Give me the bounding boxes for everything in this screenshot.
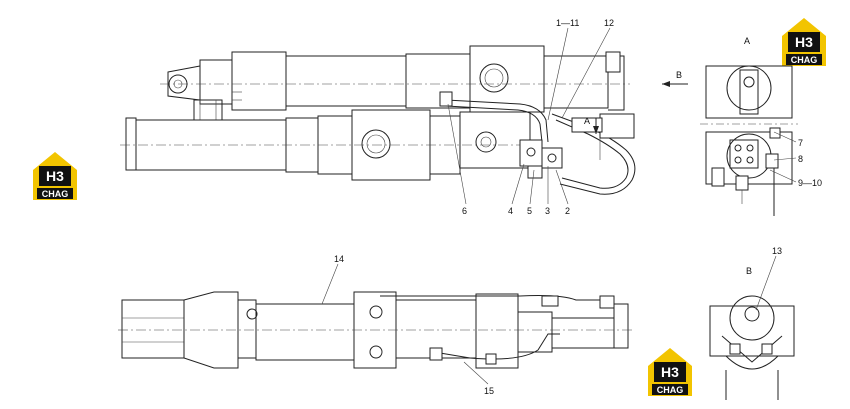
logo-brand: CHAG — [42, 189, 69, 199]
view-arrow-b-label: B — [676, 70, 682, 80]
logo-left: H3 CHAG — [33, 152, 77, 200]
logo-text: H3 — [46, 168, 64, 184]
view-arrow-b: B — [662, 70, 688, 87]
side-view-assembly — [118, 291, 634, 369]
logo-text: H3 — [795, 34, 813, 50]
callout-3: 3 — [545, 206, 550, 216]
lower-cylinder — [120, 109, 540, 181]
callout-15: 15 — [484, 386, 494, 396]
callout-5: 5 — [527, 206, 532, 216]
view-b-end-view: B — [709, 266, 795, 400]
view-a-label: A — [744, 36, 750, 46]
view-arrow-a: A — [584, 116, 599, 134]
callout-1-11: 1—11 — [556, 18, 579, 28]
logo-brand: CHAG — [657, 385, 684, 395]
callout-4: 4 — [508, 206, 513, 216]
callout-numbers: 1—11 12 6 4 5 3 2 7 8 9—10 14 13 15 — [334, 18, 822, 396]
callout-12: 12 — [604, 18, 614, 28]
callout-7: 7 — [798, 138, 803, 148]
view-a-end-view: A — [700, 36, 798, 216]
callout-2: 2 — [565, 206, 570, 216]
logo-brand: CHAG — [791, 55, 818, 65]
view-arrow-a-label: A — [584, 116, 590, 126]
logo-top-right: H3 CHAG — [782, 18, 826, 66]
view-b-label: B — [746, 266, 752, 276]
callout-13: 13 — [772, 246, 782, 256]
logo-text: H3 — [661, 364, 679, 380]
callout-9-10: 9—10 — [798, 178, 822, 188]
callout-8: 8 — [798, 154, 803, 164]
logo-bottom-right: H3 CHAG — [648, 348, 692, 396]
leader-lines — [321, 27, 797, 385]
callout-14: 14 — [334, 254, 344, 264]
hose-and-valve-group — [439, 51, 636, 195]
callout-6: 6 — [462, 206, 467, 216]
upper-cylinder — [160, 45, 630, 121]
